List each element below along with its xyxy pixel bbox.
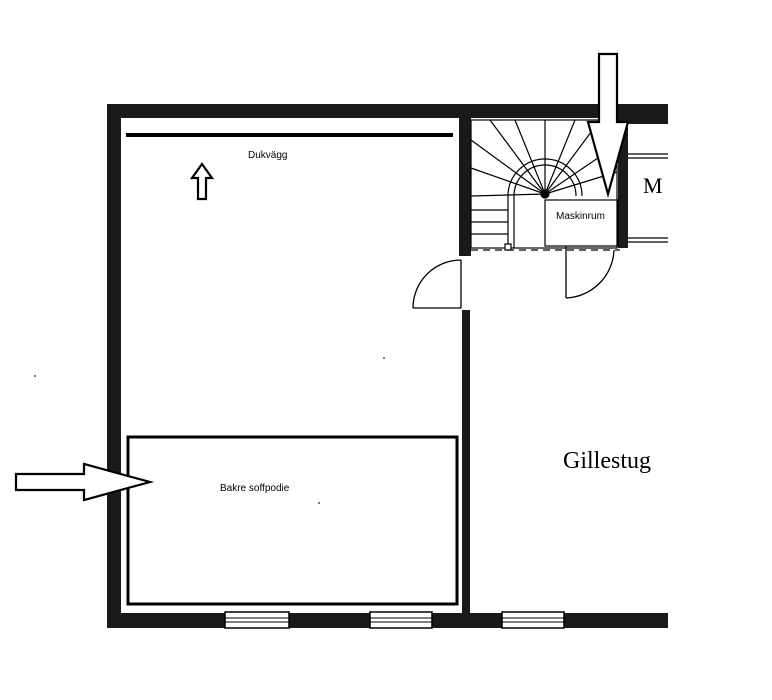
up-arrow-outline-icon <box>189 162 215 201</box>
label-gillestuga: Gillestug <box>563 448 651 474</box>
wall-left <box>107 104 121 628</box>
window-2 <box>369 611 433 629</box>
right-arrow-outline-icon <box>14 462 155 502</box>
window-3 <box>501 611 565 629</box>
wall-m-room-top <box>628 118 668 124</box>
wall-top <box>107 104 668 118</box>
wall-partition-lower <box>462 310 470 613</box>
windows <box>224 611 565 629</box>
wall-partition-upper <box>459 118 471 256</box>
down-arrow-outline-icon <box>586 52 630 199</box>
window-1 <box>224 611 290 629</box>
wall-maskinrum-right <box>618 118 628 248</box>
speck <box>318 502 320 504</box>
inner-walls <box>459 118 668 613</box>
label-m-room: M <box>643 173 663 198</box>
m-room <box>628 153 668 243</box>
label-bakre-soffpodie: Bakre soffpodie <box>220 483 290 494</box>
door-cinema <box>412 259 462 309</box>
speck <box>383 357 385 359</box>
label-maskinrum: Maskinrum <box>556 211 605 222</box>
label-dukvagg: Dukvägg <box>248 150 287 161</box>
rear-sofa-platform <box>126 435 459 606</box>
screen-wall-line <box>126 133 453 137</box>
staircase <box>470 119 619 251</box>
stair-enclosure <box>470 119 618 249</box>
door-maskinrum <box>471 246 620 299</box>
speck <box>34 375 36 377</box>
